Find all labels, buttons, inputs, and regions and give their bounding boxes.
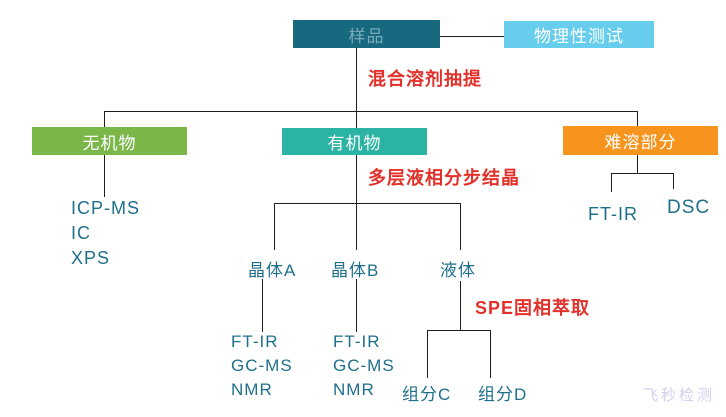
node-sample: 样品 <box>293 20 440 48</box>
node-physical-test: 物理性测试 <box>504 21 654 48</box>
method-item: FT-IR <box>231 332 279 351</box>
methods-list-crystal-b: FT-IR GC-MS NMR <box>333 330 395 402</box>
node-organic: 有机物 <box>282 128 427 155</box>
node-insoluble: 难溶部分 <box>563 126 718 155</box>
watermark-text: 飞秒检测 <box>643 387 716 404</box>
connector-drop-crystal-b <box>356 203 357 250</box>
connector-drop-component-c <box>427 330 428 378</box>
connector-drop-component-d <box>490 330 491 378</box>
method-item: NMR <box>231 380 273 399</box>
leaf-liquid: 液体 <box>440 261 476 280</box>
connector-drop-insoluble <box>637 111 638 126</box>
leaf-crystal-a: 晶体A <box>248 261 297 280</box>
connector-drop-dsc <box>673 173 674 189</box>
connector-components-horizontal <box>427 330 491 331</box>
method-item: ICP-MS <box>71 198 140 218</box>
method-item: FT-IR <box>333 332 381 351</box>
connector-insoluble-trunk <box>637 155 638 173</box>
step-label-crystallization: 多层液相分步结晶 <box>368 168 520 188</box>
connector-drop-ftir <box>611 173 612 192</box>
method-item: XPS <box>71 248 111 268</box>
methods-list-crystal-a: FT-IR GC-MS NMR <box>231 330 293 402</box>
leaf-component-d: 组分D <box>478 385 528 404</box>
step-label-solvent-extraction: 混合溶剂抽提 <box>368 69 482 89</box>
methods-list-inorganic: ICP-MS IC XPS <box>71 196 140 271</box>
method-ftir-insoluble: FT-IR <box>588 204 638 224</box>
method-item: NMR <box>333 380 375 399</box>
node-inorganic: 无机物 <box>32 127 187 155</box>
connector-drop-crystal-a <box>274 203 275 250</box>
connector-sample-physical <box>440 36 504 37</box>
method-item: GC-MS <box>333 356 395 375</box>
leaf-crystal-b: 晶体B <box>331 261 380 280</box>
connector-crystal-a-methods <box>262 279 263 332</box>
connector-crystal-b-methods <box>356 279 357 332</box>
connector-crystals-horizontal <box>274 203 460 204</box>
connector-inorganic-methods <box>104 155 105 197</box>
step-label-spe: SPE固相萃取 <box>475 298 591 318</box>
connector-drop-liquid <box>460 203 461 250</box>
connector-sample-trunk <box>356 48 357 128</box>
method-dsc-insoluble: DSC <box>667 197 711 218</box>
connector-insoluble-horizontal <box>611 173 673 174</box>
method-item: GC-MS <box>231 356 293 375</box>
connector-drop-inorganic <box>104 111 105 127</box>
connector-liquid-trunk <box>460 281 461 330</box>
connector-organic-trunk <box>356 155 357 203</box>
method-item: IC <box>71 223 91 243</box>
leaf-component-c: 组分C <box>402 385 452 404</box>
connector-main-horizontal <box>104 111 638 112</box>
